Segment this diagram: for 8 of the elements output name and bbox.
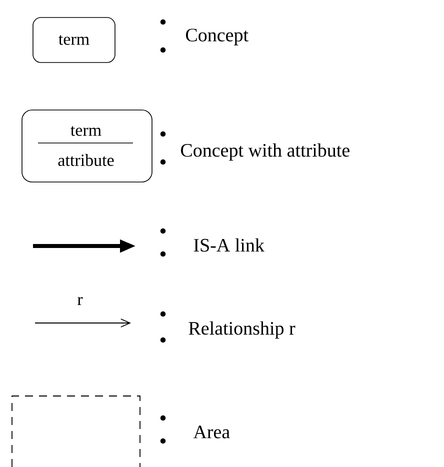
concept-box: term [32,17,116,63]
legend-text: Concept with attribute [180,143,350,161]
legend-text: IS-A link [194,238,264,252]
attribute-concept-box: term attribute [22,110,152,182]
legend-text: Area [193,426,230,438]
legend-text: Concept [186,28,248,46]
legend-text: Relationship r [188,321,296,339]
relationship-label: r [78,297,83,305]
